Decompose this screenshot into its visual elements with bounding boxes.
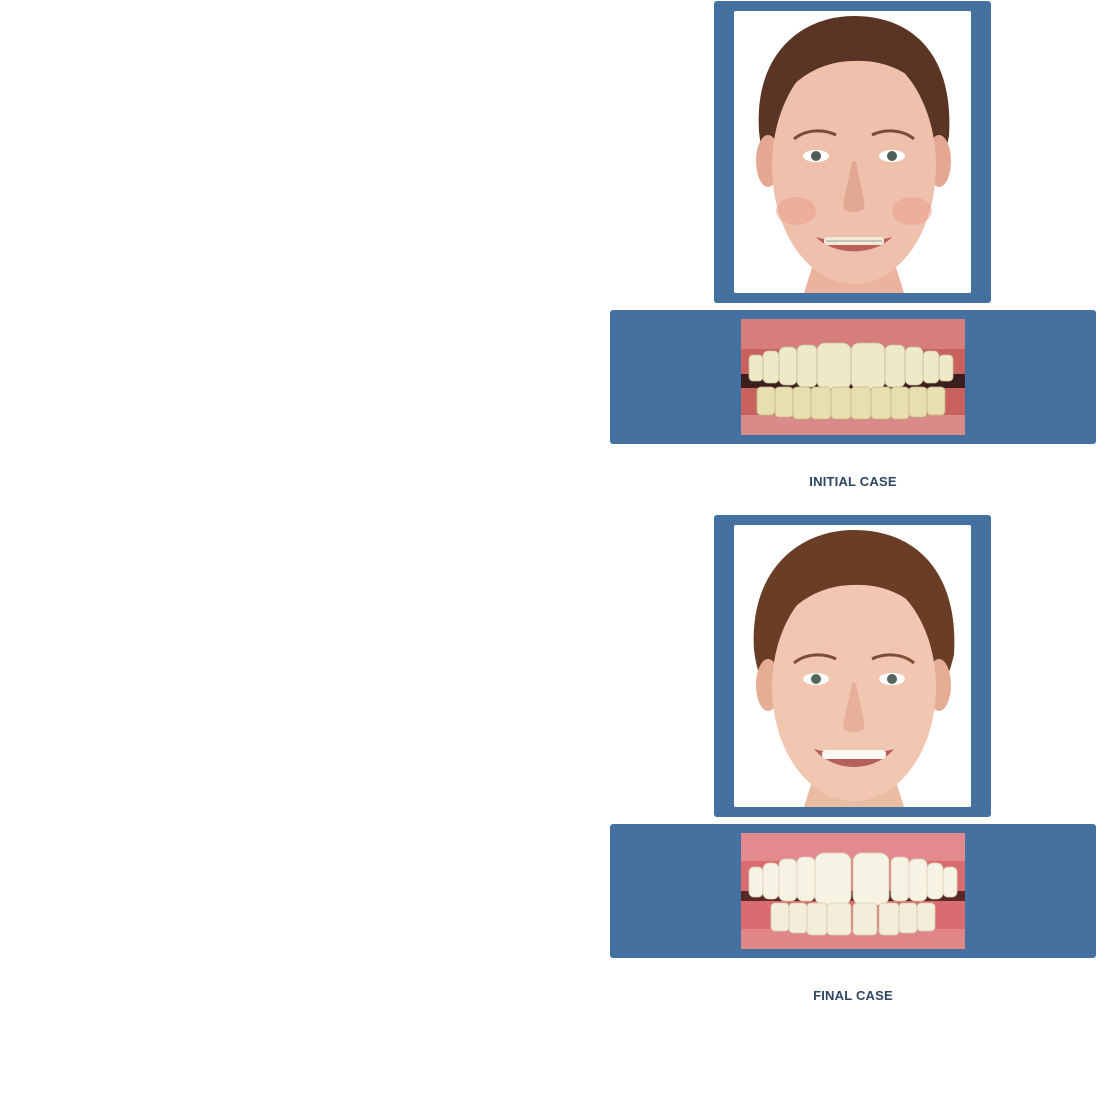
final-smile-photo <box>741 833 965 949</box>
final-portrait-photo <box>734 525 971 807</box>
initial-portrait-photo <box>734 11 971 293</box>
initial-case-caption: INITIAL CASE <box>809 474 897 489</box>
initial-portrait-frame <box>714 1 991 303</box>
final-portrait-frame <box>714 515 991 817</box>
final-case-caption: FINAL CASE <box>813 988 893 1003</box>
final-smile-frame <box>610 824 1096 958</box>
initial-smile-photo <box>741 319 965 435</box>
initial-smile-frame <box>610 310 1096 444</box>
